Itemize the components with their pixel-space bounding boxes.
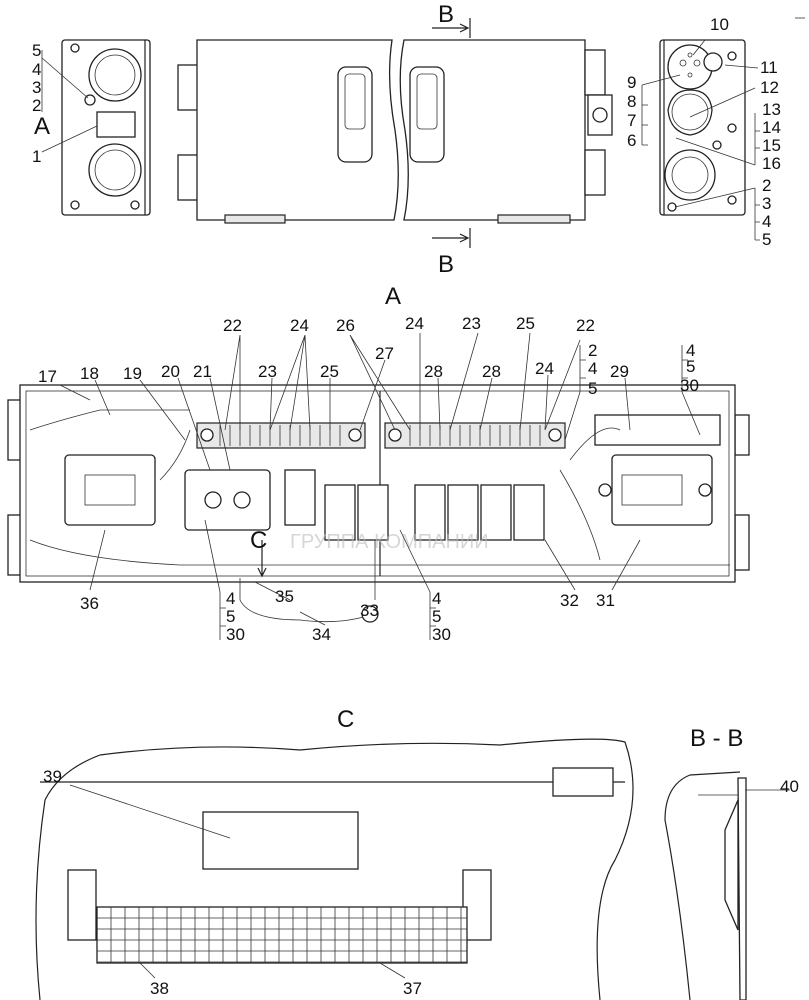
label: 26	[336, 316, 355, 335]
label: 23	[462, 314, 481, 333]
label: 22	[223, 316, 242, 335]
label: 17	[38, 367, 57, 386]
label: 28	[482, 362, 501, 381]
label: 4	[762, 212, 771, 231]
section-bb-view: B - B 40	[664, 725, 799, 1000]
label: 5	[588, 379, 597, 398]
label-grid	[96, 906, 468, 964]
label: 30	[226, 625, 245, 644]
label: 9	[627, 73, 636, 92]
label: 28	[424, 362, 443, 381]
label: 24	[405, 314, 424, 333]
label: 27	[375, 344, 394, 363]
label: 21	[193, 362, 212, 381]
right-end-view: 10 11 9 12 8 7 13 14 15 6 16 2 3 4 5	[627, 15, 805, 249]
section-a-title: A	[385, 283, 401, 310]
label: 5	[226, 607, 235, 626]
label: 8	[627, 92, 636, 111]
section-mark-b-bottom: B	[438, 251, 454, 278]
label: 4	[432, 589, 441, 608]
label: 5	[686, 357, 695, 376]
label: 4	[686, 341, 695, 360]
main-box-view: B B	[177, 1, 613, 278]
label: 3	[762, 194, 771, 213]
label: 11	[760, 58, 778, 77]
label: 4	[32, 60, 41, 79]
section-a-view: A C ГРУППА КОМПАНИИ	[7, 283, 750, 644]
label: 39	[43, 767, 62, 786]
grid-frame	[96, 906, 468, 964]
label: 3	[32, 78, 41, 97]
label: 29	[610, 362, 629, 381]
label: 20	[161, 362, 180, 381]
label: 22	[576, 316, 595, 335]
label: 37	[403, 979, 422, 998]
label: 24	[290, 316, 309, 335]
label: 1	[32, 147, 41, 166]
label: 2	[762, 176, 771, 195]
label: 31	[596, 591, 615, 610]
label: 19	[123, 364, 142, 383]
label: 36	[80, 594, 99, 613]
label: 5	[762, 230, 771, 249]
label: 18	[80, 364, 99, 383]
label: 5	[432, 607, 441, 626]
section-mark-b-top: B	[438, 1, 454, 28]
view-label-a: A	[34, 113, 50, 140]
left-end-view: 5 4 3 2 A 1	[32, 39, 151, 216]
label: 33	[360, 601, 379, 620]
label: 35	[275, 587, 294, 606]
label: 24	[535, 359, 554, 378]
label: 4	[226, 589, 235, 608]
label: 30	[680, 376, 699, 395]
view-mark-c: C	[250, 527, 267, 554]
label: 6	[627, 131, 636, 150]
label: 30	[432, 625, 451, 644]
section-c-title: C	[337, 706, 354, 733]
label: 12	[760, 78, 779, 97]
label: 13	[762, 100, 781, 119]
label: 16	[762, 154, 781, 173]
label: 38	[150, 979, 169, 998]
label: 25	[516, 314, 535, 333]
label: 10	[710, 15, 729, 34]
section-c-view: C 39 38 37	[35, 706, 634, 1000]
label: 7	[627, 111, 636, 130]
label: 34	[312, 625, 331, 644]
label: 40	[780, 777, 799, 796]
label: 2	[32, 96, 41, 115]
label: 15	[762, 136, 781, 155]
label: 2	[588, 341, 597, 360]
watermark: ГРУППА КОМПАНИИ	[290, 531, 489, 553]
label: 14	[762, 118, 781, 137]
label: 5	[32, 41, 41, 60]
section-bb-title: B - B	[690, 725, 743, 752]
label: 23	[258, 362, 277, 381]
label: 4	[588, 359, 597, 378]
label: 25	[320, 362, 339, 381]
label: 32	[560, 591, 579, 610]
